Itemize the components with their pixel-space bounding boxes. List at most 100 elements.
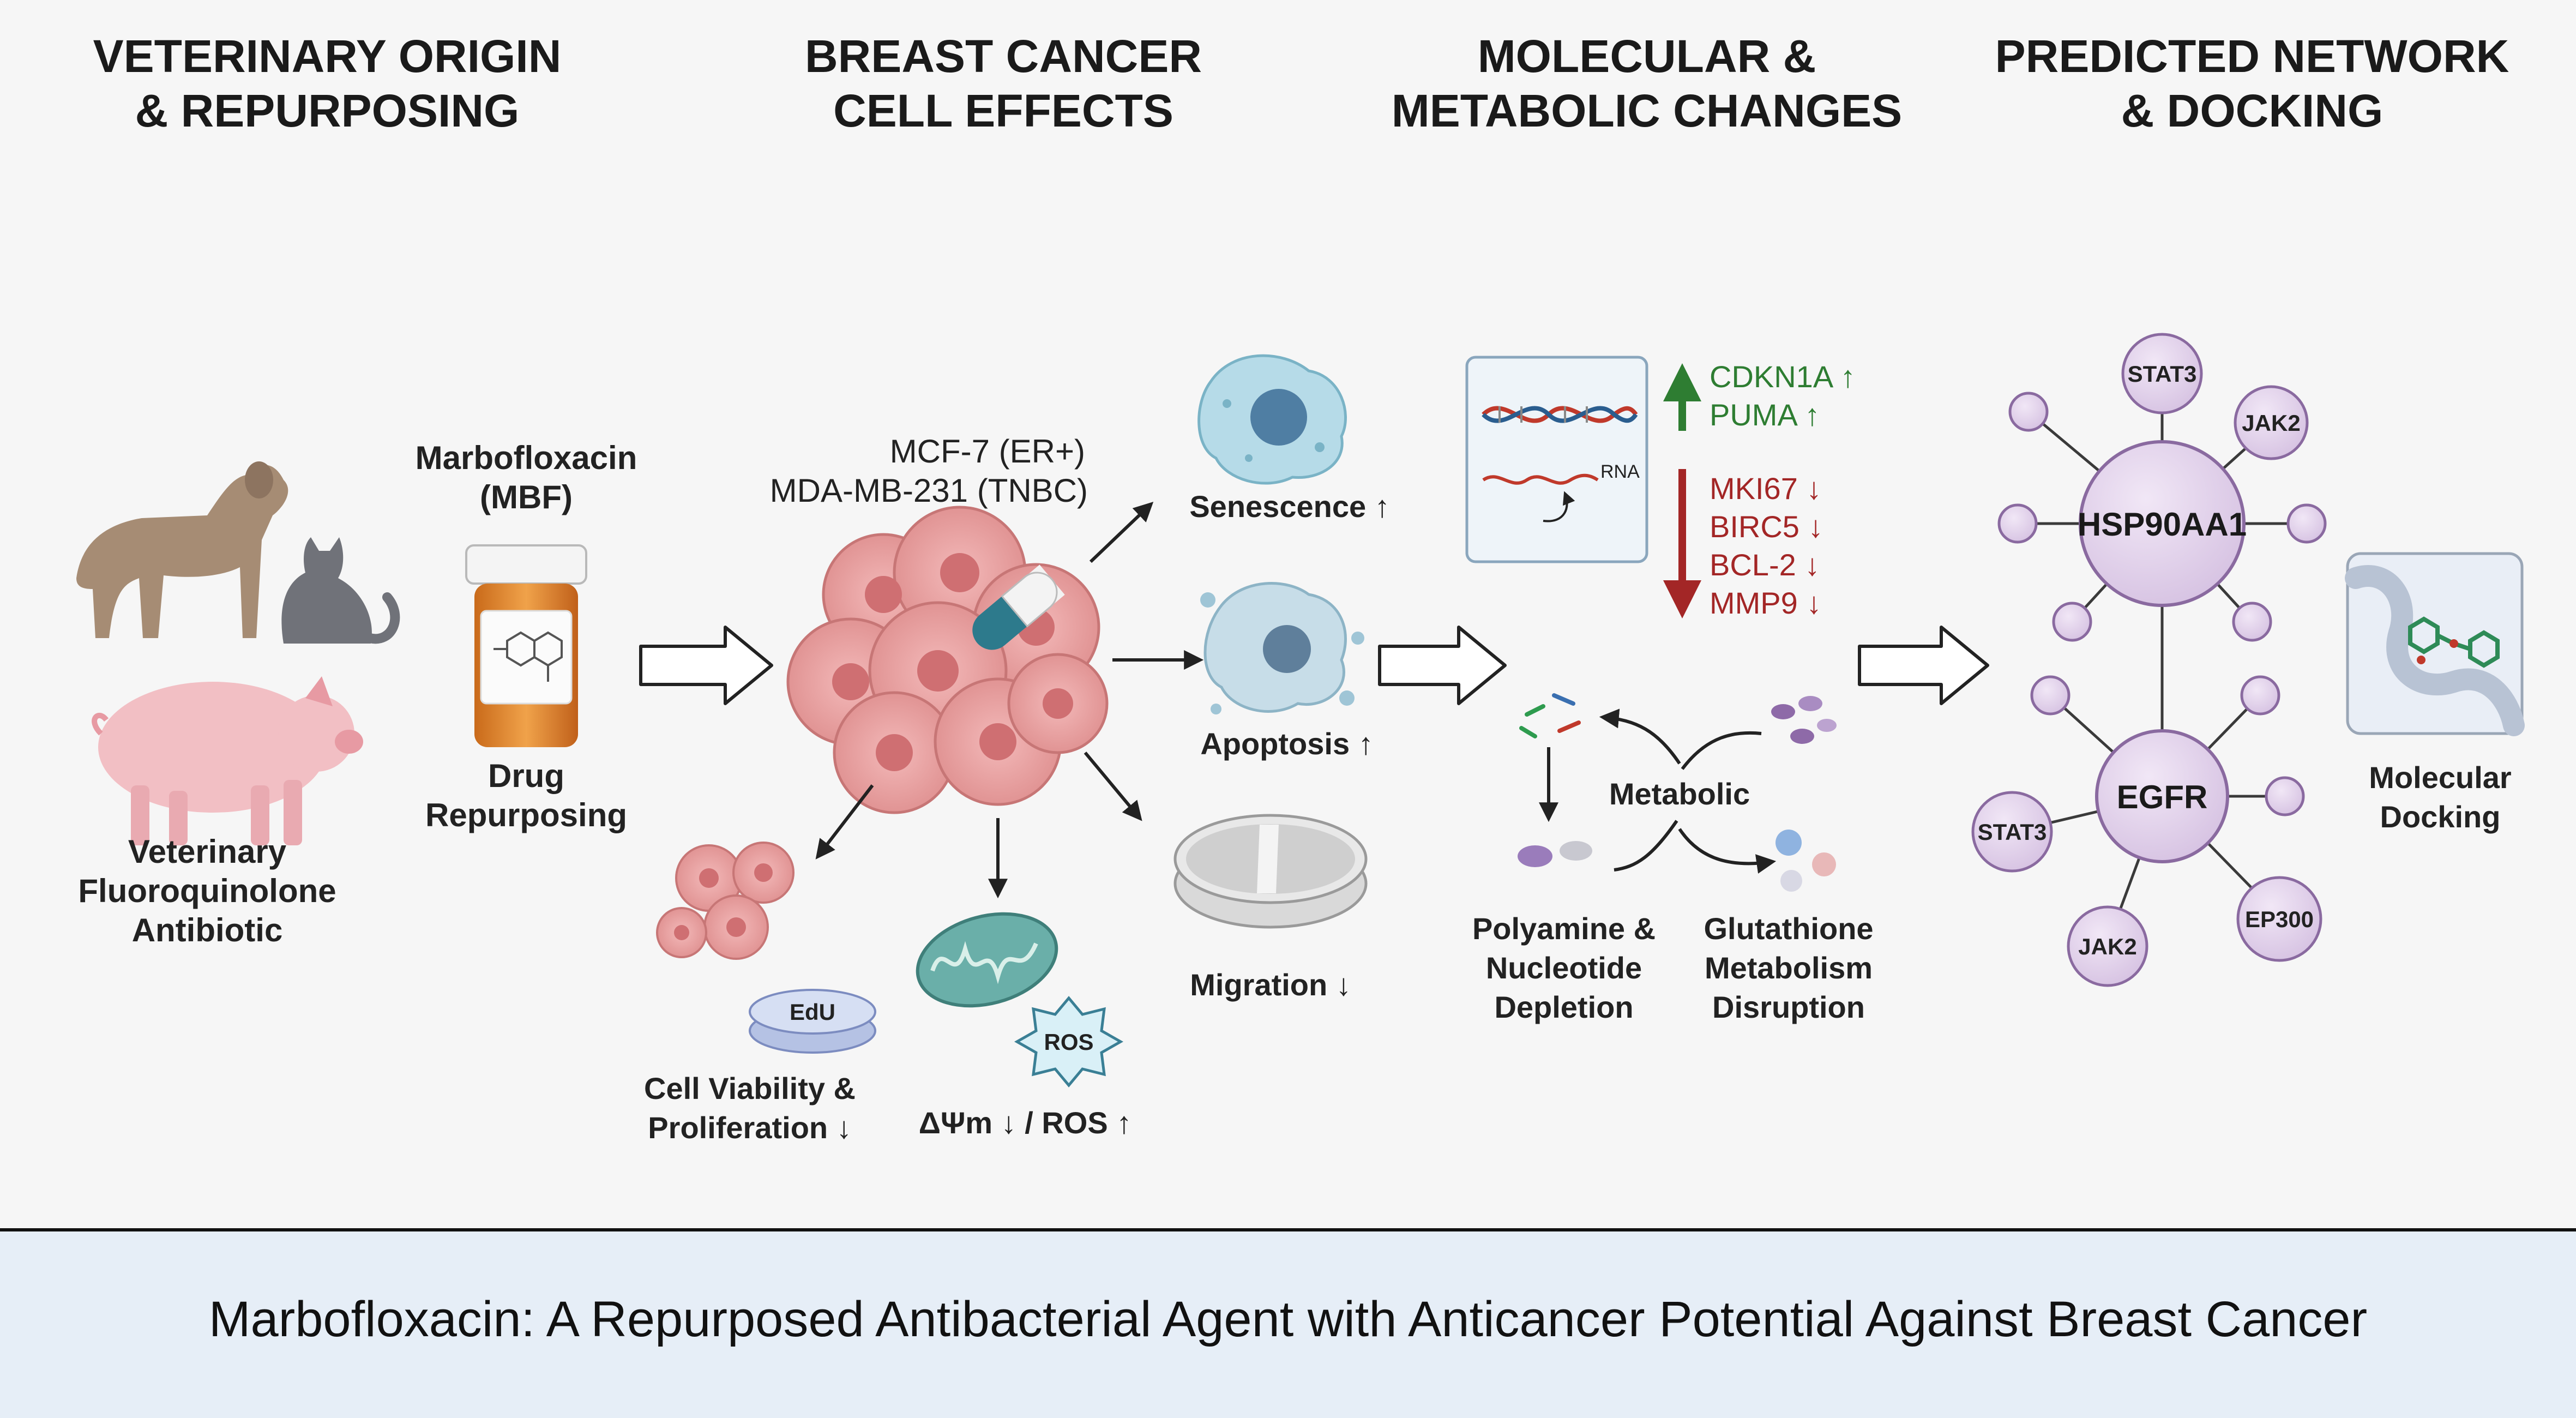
arrow-to-senescence <box>1089 502 1154 563</box>
polyamine-line2: Nucleotide <box>1486 951 1642 985</box>
metabolite-fragments-icon <box>1519 693 1581 738</box>
glutathione-label: Glutathione Metabolism Disruption <box>1704 911 1873 1024</box>
glutathione-line2: Metabolism <box>1705 951 1873 985</box>
mitochondrion-icon <box>916 912 1058 1008</box>
section-header-cell-effects: BREAST CANCER CELL EFFECTS <box>805 31 1202 136</box>
rna-icon: RNA <box>1482 461 1640 522</box>
svg-text:STAT3: STAT3 <box>1978 819 2047 845</box>
metabolic-cycle: Metabolic <box>1518 693 1837 892</box>
flow-arrow-1 <box>639 626 773 705</box>
flow-arrow-2 <box>1378 626 1507 705</box>
docking-line1: Molecular <box>2369 760 2511 795</box>
ros-label: ROS <box>1044 1029 1093 1055</box>
section-header-line2: & DOCKING <box>2121 85 2384 136</box>
apoptosis-label: Apoptosis ↑ <box>1200 726 1373 761</box>
polyamine-label: Polyamine & Nucleotide Depletion <box>1472 911 1656 1024</box>
viability-label: Cell Viability & Proliferation ↓ <box>644 1071 856 1145</box>
migration-label: Migration ↓ <box>1190 968 1351 1002</box>
gene-expression-panel: RNA <box>1465 356 1648 563</box>
polyamine-line3: Depletion <box>1494 990 1633 1024</box>
section-header-veterinary: VETERINARY ORIGIN & REPURPOSING <box>93 31 562 136</box>
docking-line2: Docking <box>2380 800 2501 834</box>
drug-name-line1: Marbofloxacin <box>416 440 637 476</box>
cat-icon <box>281 537 400 644</box>
petri-dish-migration-icon <box>1173 814 1368 929</box>
section-header-line1: MOLECULAR & <box>1478 31 1816 82</box>
pig-icon <box>92 676 363 845</box>
section-header-network: PREDICTED NETWORK & DOCKING <box>1995 31 2509 136</box>
polyamine-capsules-icon <box>1518 841 1592 867</box>
mito-ros-label: ΔΨm ↓ / ROS ↑ <box>919 1105 1132 1140</box>
svg-text:EP300: EP300 <box>2245 906 2314 932</box>
footer-title: Marbofloxacin: A Repurposed Antibacteria… <box>209 1291 2367 1347</box>
arrow-to-migration <box>1084 752 1142 821</box>
edu-dish-icon: EdU <box>749 989 876 1054</box>
cell-line-label: MCF-7 (ER+) MDA-MB-231 (TNBC) <box>770 433 1088 509</box>
effect-arrows <box>815 502 1204 899</box>
ros-burst-icon: ROS <box>1014 996 1124 1087</box>
upregulated-genes: CDKN1A ↑ PUMA ↑ <box>1663 359 1856 432</box>
proliferating-cells-icon <box>656 842 795 960</box>
section-header-line2: METABOLIC CHANGES <box>1392 85 1902 136</box>
glutathione-pills-icon <box>1775 830 1836 892</box>
senescence-label: Senescence ↑ <box>1189 489 1389 524</box>
svg-text:JAK2: JAK2 <box>2078 934 2136 959</box>
network-node-ep300: EP300 <box>2236 876 2322 962</box>
viability-label-line1: Cell Viability & <box>644 1071 856 1105</box>
veterinary-label-line2: Fluoroquinolone <box>78 873 336 909</box>
senescent-cell-icon <box>1197 354 1347 485</box>
section-header-line1: VETERINARY ORIGIN <box>93 31 562 82</box>
network-node-stat3-top: STAT3 <box>2121 333 2203 414</box>
molecular-docking-icon <box>2345 552 2525 736</box>
section-header-line2: & REPURPOSING <box>135 85 520 136</box>
gene-birc5: BIRC5 ↓ <box>1710 509 1823 544</box>
rna-label: RNA <box>1600 461 1640 482</box>
dna-icon <box>1482 406 1638 423</box>
drug-name-line2: (MBF) <box>480 479 573 515</box>
pill-bottle-icon <box>465 544 587 747</box>
cell-line-mcf7: MCF-7 (ER+) <box>890 433 1085 470</box>
downregulated-genes: MKI67 ↓ BIRC5 ↓ BCL-2 ↓ MMP9 ↓ <box>1663 469 1823 620</box>
svg-text:STAT3: STAT3 <box>2128 361 2197 387</box>
hub-egfr-label: EGFR <box>2117 779 2208 815</box>
network-node-jak2-top: JAK2 <box>2234 385 2309 460</box>
cancer-cell-cluster <box>786 506 1109 814</box>
molecular-docking-label: Molecular Docking <box>2369 760 2511 834</box>
network-node-stat3-left: STAT3 <box>1971 791 2053 873</box>
section-header-line1: BREAST CANCER <box>805 31 1202 82</box>
polyamine-line1: Polyamine & <box>1472 911 1656 946</box>
arrow-to-viability <box>815 784 874 860</box>
gene-mki67: MKI67 ↓ <box>1710 471 1821 506</box>
drug-repurposing-label: Drug Repurposing <box>425 758 627 833</box>
hub-hsp90aa1-label: HSP90AA1 <box>2078 506 2247 543</box>
network-minor-nodes <box>1997 392 2327 816</box>
gene-bcl2: BCL-2 ↓ <box>1710 548 1820 582</box>
dog-icon <box>76 461 288 638</box>
glutathione-line3: Disruption <box>1712 990 1865 1024</box>
capsule-icon <box>972 564 1065 650</box>
gene-mmp9: MMP9 ↓ <box>1710 586 1821 620</box>
apoptotic-cell-icon <box>1200 582 1364 714</box>
veterinary-label-line3: Antibiotic <box>132 912 283 948</box>
edu-label: EdU <box>790 999 835 1025</box>
cell-line-mda: MDA-MB-231 (TNBC) <box>770 472 1088 509</box>
drug-repurposing-line2: Repurposing <box>425 797 627 833</box>
network-hub-hsp90aa1: HSP90AA1 <box>2078 440 2247 607</box>
flow-arrow-3 <box>1858 626 1989 705</box>
svg-text:JAK2: JAK2 <box>2242 410 2300 436</box>
section-header-molecular: MOLECULAR & METABOLIC CHANGES <box>1392 31 1902 136</box>
section-header-line2: CELL EFFECTS <box>833 85 1173 136</box>
network-hub-egfr: EGFR <box>2095 729 2229 863</box>
metabolite-dots-icon <box>1771 696 1837 744</box>
gene-puma: PUMA ↑ <box>1710 398 1820 432</box>
section-header-line1: PREDICTED NETWORK <box>1995 31 2509 82</box>
metabolic-label: Metabolic <box>1609 777 1750 811</box>
glutathione-line1: Glutathione <box>1704 911 1873 946</box>
gene-cdkn1a: CDKN1A ↑ <box>1710 359 1856 394</box>
viability-label-line2: Proliferation ↓ <box>648 1110 851 1145</box>
veterinary-label-line1: Veterinary <box>128 833 287 870</box>
footer-banner <box>0 1231 2576 1418</box>
network-node-jak2-bottom: JAK2 <box>2067 905 2148 987</box>
drug-name: Marbofloxacin (MBF) <box>416 440 637 515</box>
